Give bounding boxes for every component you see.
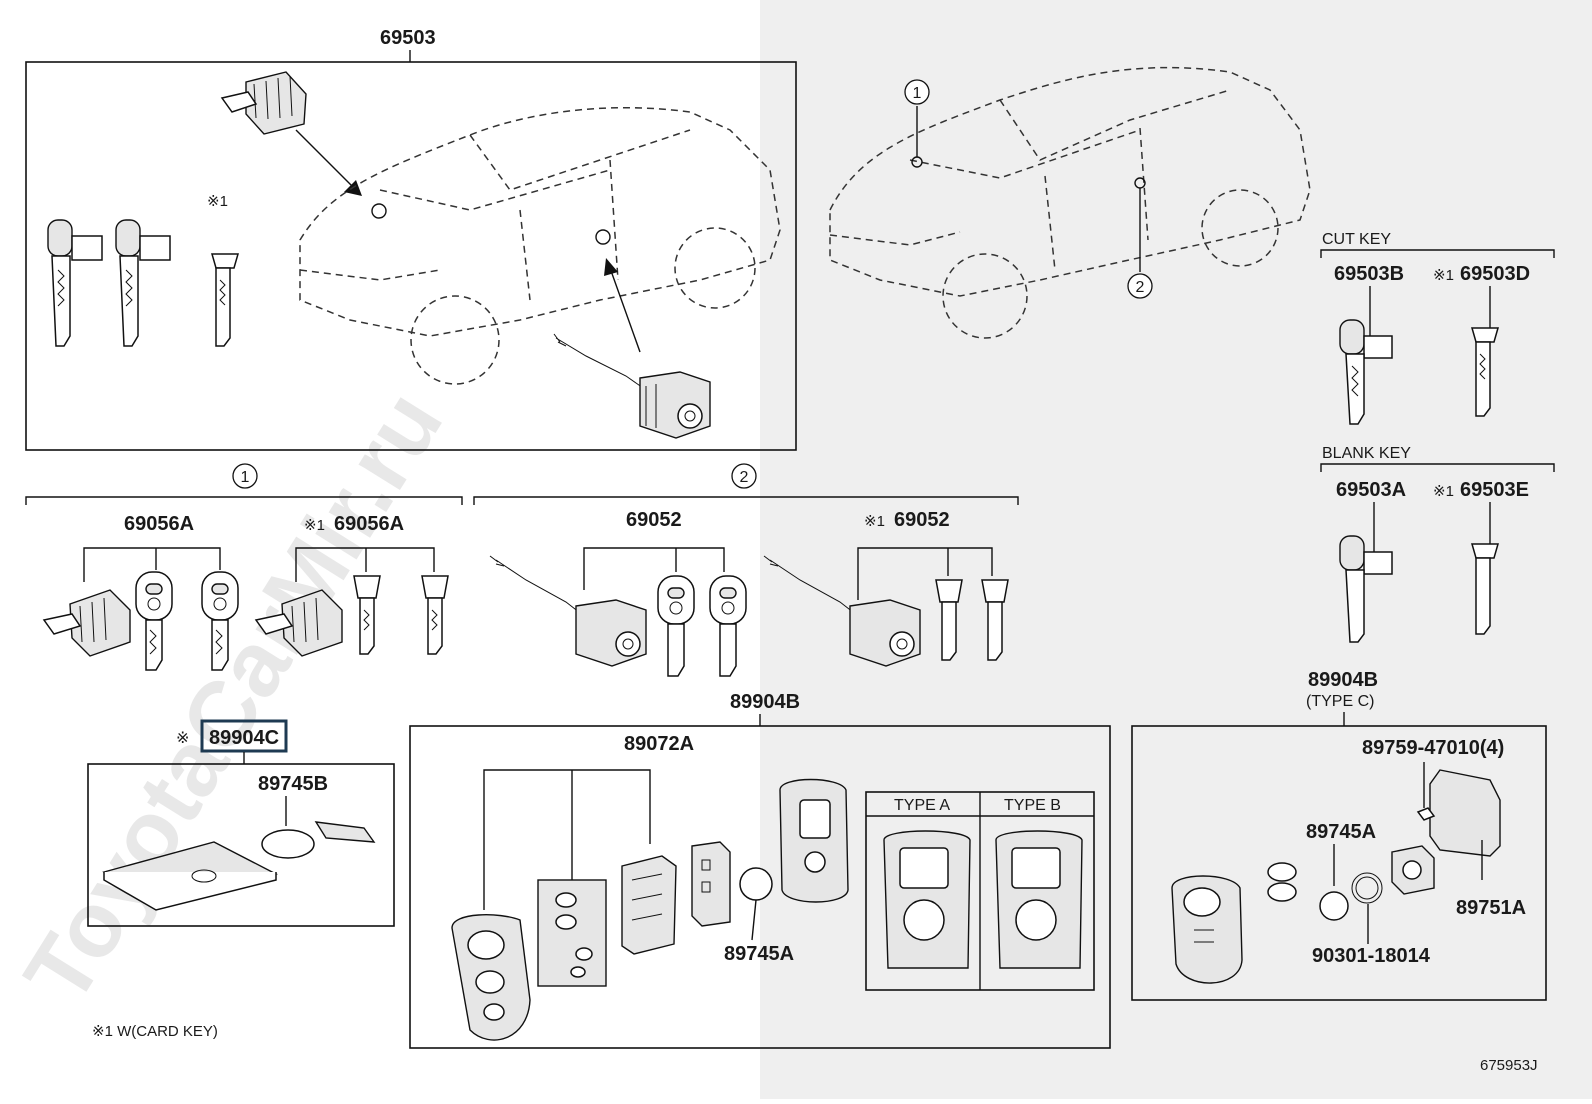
part-label-69052-w[interactable]: 69052	[894, 509, 950, 531]
lock-cylinder-icon	[220, 71, 307, 135]
frame-89904B-type-c	[1131, 725, 1547, 1001]
button-pad-icon	[537, 879, 607, 987]
battery-icon	[739, 867, 773, 901]
part-label-89751A[interactable]: 89751A	[1456, 897, 1526, 919]
svg-text:2: 2	[1136, 279, 1145, 296]
part-label-69056A-w[interactable]: 69056A	[334, 513, 404, 535]
reference-vehicle: 1 2	[829, 66, 1311, 339]
group-ref-1: 1 69056A ※1 69056A	[25, 463, 463, 671]
part-label-90301-18014[interactable]: 90301-18014	[1312, 945, 1431, 967]
key-icon	[115, 219, 171, 347]
blank-key-icon	[1339, 535, 1393, 643]
switch-module-icon	[1391, 845, 1435, 895]
note-mark: ※	[176, 730, 189, 747]
group-blank-key: BLANK KEY 69503A ※1 69503E	[1320, 445, 1555, 643]
part-label-89745A-right[interactable]: 89745A	[1306, 821, 1376, 843]
ref-marker-1: 1	[904, 79, 930, 105]
door-lock-cylinder-icon	[553, 333, 711, 439]
note-mark-1: ※1	[207, 193, 228, 210]
highlight-box	[200, 719, 288, 753]
part-label-89745A-mid[interactable]: 89745A	[724, 943, 794, 965]
part-label-69052[interactable]: 69052	[626, 509, 682, 531]
group-ref-2: 2 69052 ※1 69052	[473, 463, 1019, 677]
ref-marker-2: 2	[1127, 273, 1153, 299]
seal-icon	[314, 821, 376, 843]
note-mark-1: ※1	[864, 513, 885, 530]
part-label-89904C[interactable]: 89904C	[209, 727, 279, 749]
o-ring-icon	[1351, 872, 1383, 904]
circuit-board-icon	[621, 855, 677, 955]
card-key-blade-icon	[211, 253, 239, 347]
key-icon	[1339, 319, 1393, 425]
card-key-blade-icon	[421, 575, 449, 655]
lock-cylinder-icon	[42, 589, 131, 657]
part-label-89759-47010[interactable]: 89759-47010(4)	[1362, 737, 1504, 759]
door-lock-cylinder-icon	[763, 555, 921, 667]
blank-card-key-icon	[1471, 543, 1499, 635]
part-label-69503E[interactable]: 69503E	[1460, 479, 1529, 501]
key-insert-icon	[691, 841, 731, 927]
note-mark-1: ※1	[304, 517, 325, 534]
transponder-key-icon	[657, 575, 695, 677]
ref-marker-2: 2	[731, 463, 757, 489]
group-cut-key: CUT KEY 69503B ※1 69503D	[1320, 231, 1555, 425]
svg-text:2: 2	[740, 469, 749, 486]
part-label-69503[interactable]: 69503	[380, 27, 436, 49]
case-cover-icon	[1429, 769, 1501, 857]
footnote: ※1 W(CARD KEY)	[92, 1023, 218, 1040]
part-label-89904B-c[interactable]: 89904B	[1308, 669, 1378, 691]
fob-type-a-icon	[883, 830, 971, 969]
ref-marker-1: 1	[232, 463, 258, 489]
transponder-key-icon	[709, 575, 747, 677]
group-89904B-type-c: 89904B (TYPE C) 89759-47010(4) 89751A 89…	[1131, 669, 1547, 1001]
note-mark-1: ※1	[1433, 483, 1454, 500]
group-89904B: 89904B 89072A 89745A	[409, 691, 1111, 1049]
card-key-icon	[102, 841, 278, 911]
transponder-key-icon	[135, 571, 173, 671]
type-c-label: (TYPE C)	[1306, 693, 1374, 710]
part-label-69503D[interactable]: 69503D	[1460, 263, 1530, 285]
part-label-69503B[interactable]: 69503B	[1334, 263, 1404, 285]
group-69503: 69503 ※1	[25, 27, 797, 451]
part-label-89904B[interactable]: 89904B	[730, 691, 800, 713]
type-b-label: TYPE B	[1004, 797, 1061, 814]
smart-key-fob-icon	[1171, 875, 1243, 984]
group-89904C: ※ 89904C 89745B	[87, 719, 395, 927]
svg-text:1: 1	[241, 469, 250, 486]
fob-type-b-icon	[995, 830, 1083, 969]
door-lock-cylinder-icon	[489, 555, 647, 667]
frame-89904B	[409, 725, 1111, 1049]
vehicle-outline	[299, 106, 781, 385]
lock-cylinder-icon	[254, 589, 343, 657]
button-pad-icon	[1267, 862, 1297, 902]
battery-icon	[261, 829, 315, 859]
note-mark-1: ※1	[1433, 267, 1454, 284]
frame-69503	[25, 61, 797, 451]
part-label-89072A[interactable]: 89072A	[624, 733, 694, 755]
card-key-blade-icon	[935, 579, 963, 661]
part-label-69056A[interactable]: 69056A	[124, 513, 194, 535]
cut-key-heading: CUT KEY	[1322, 231, 1391, 248]
screw-icon	[1416, 807, 1436, 821]
part-label-69503A[interactable]: 69503A	[1336, 479, 1406, 501]
card-key-blade-icon	[1471, 327, 1499, 417]
battery-icon	[1319, 891, 1349, 921]
key-icon	[47, 219, 103, 347]
smart-key-fob-icon	[451, 914, 531, 1041]
card-key-blade-icon	[353, 575, 381, 655]
type-a-label: TYPE A	[894, 797, 950, 814]
transponder-key-icon	[201, 571, 239, 671]
card-key-blade-icon	[981, 579, 1009, 661]
frame-89904C	[87, 763, 395, 927]
blank-key-heading: BLANK KEY	[1322, 445, 1411, 462]
fob-case-icon	[779, 778, 849, 903]
svg-text:1: 1	[913, 85, 922, 102]
figure-id: 675953J	[1480, 1057, 1538, 1074]
part-label-89745B[interactable]: 89745B	[258, 773, 328, 795]
